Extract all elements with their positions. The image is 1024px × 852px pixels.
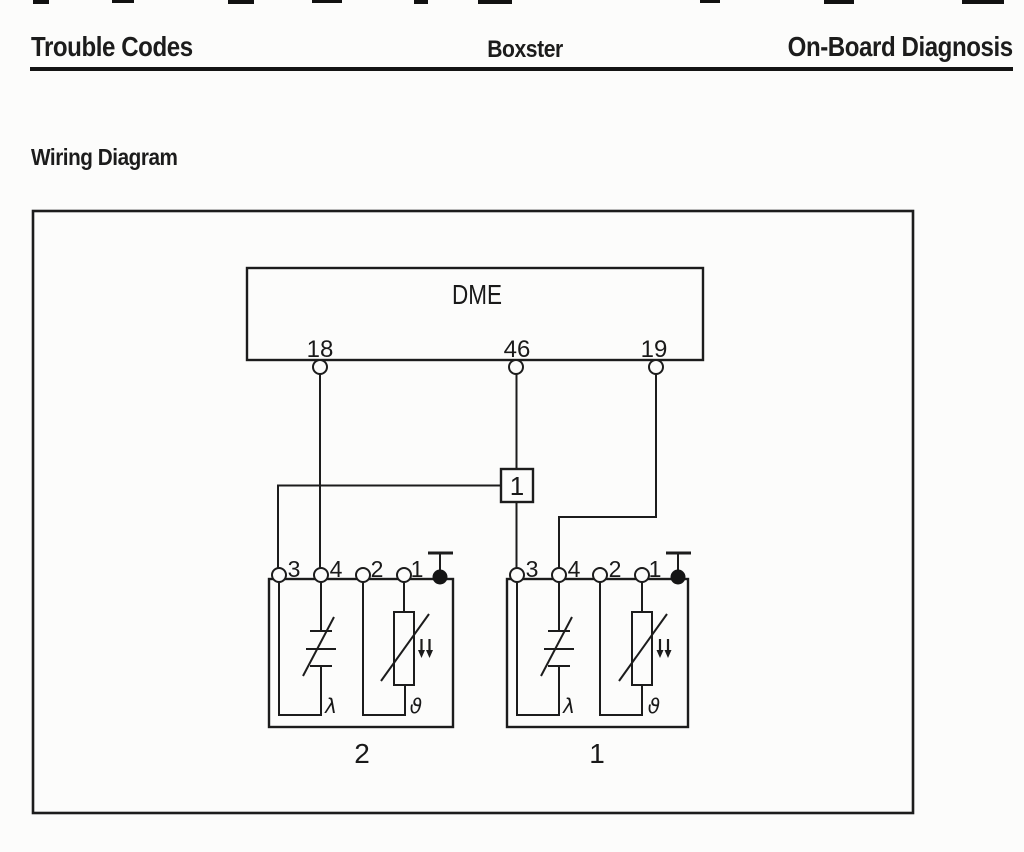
dme-pin-19-terminal	[648, 359, 664, 375]
down-arrow-head	[418, 650, 425, 658]
connector-outline	[499, 467, 535, 504]
header-right-title: On-Board Diagnosis	[787, 31, 1013, 62]
sensor-2-pin-2-label: 2	[371, 556, 384, 582]
dme-label: DME	[452, 279, 502, 310]
sensor-1-ntc-cell: ϑ	[599, 582, 672, 718]
scan-artifact	[414, 0, 428, 4]
ground-icon	[666, 551, 691, 585]
sensor-2-lambda-symbol: λ	[324, 694, 337, 718]
oxygen-sensor-2: 3 4 2 1 λ	[267, 551, 455, 769]
connector-label: 1	[510, 471, 524, 501]
dme-pin-19: 19	[641, 336, 668, 375]
down-arrows-icon	[418, 639, 433, 658]
sensor-1-pin-2-terminal	[592, 567, 608, 583]
sensor-1-pin-1-terminal	[634, 567, 650, 583]
ntc-variable-stroke	[380, 613, 430, 682]
scan-artifact	[33, 0, 49, 4]
header-center-title: Boxster	[487, 36, 563, 63]
lambda-loop	[278, 582, 322, 716]
dme-pin-18: 18	[307, 336, 334, 375]
ntc-loop	[599, 582, 643, 716]
diagram-frame	[31, 209, 915, 815]
sensor-1-pin-3-label: 3	[526, 556, 539, 582]
ground-junction-dot	[670, 569, 686, 585]
wires	[277, 374, 657, 568]
scan-artifact	[478, 0, 512, 4]
scan-artifact	[228, 0, 254, 4]
sensor-2-pin-4-label: 4	[330, 556, 343, 582]
dme-pin-46-terminal	[508, 359, 524, 375]
sensor-2-pin-1-terminal	[396, 567, 412, 583]
ground-junction-dot	[432, 569, 448, 585]
lambda-loop	[516, 582, 560, 716]
wire-pin19-to-sensor1-pin4	[558, 374, 657, 568]
sensor-1-pin-3-terminal	[509, 567, 525, 583]
section-title: Wiring Diagram	[31, 144, 178, 170]
header-left-title: Trouble Codes	[31, 31, 193, 62]
sensor-1-lambda-cell: λ	[516, 582, 575, 718]
sensor-2-pin-1-label: 1	[411, 556, 424, 582]
dme-pin-18-terminal	[312, 359, 328, 375]
dme-pin-18-label: 18	[307, 336, 334, 363]
scan-artifact	[112, 0, 134, 3]
oxygen-sensor-1: 3 4 2 1 λ	[505, 551, 691, 769]
sensor-2-number: 2	[354, 738, 370, 769]
sensor-1-pin-1-label: 1	[649, 556, 662, 582]
connector-box: 1	[499, 467, 535, 504]
sensor-1-theta-symbol: ϑ	[648, 694, 660, 718]
ntc-loop	[362, 582, 406, 716]
lambda-variable-stroke	[540, 616, 573, 677]
wire-connector-to-sensor2-pin3	[277, 484, 501, 568]
sensor-1-pin-4-terminal	[551, 567, 567, 583]
ntc-variable-stroke	[618, 613, 668, 682]
sensor-1-number: 1	[589, 738, 605, 769]
down-arrow-head	[656, 650, 664, 658]
sensor-2-lambda-cell: λ	[278, 582, 337, 718]
sensor-2-ntc-cell: ϑ	[362, 582, 433, 718]
ntc-resistor	[393, 611, 415, 686]
ground-icon	[428, 551, 453, 585]
scan-artifact	[824, 0, 854, 4]
sensor-1-pin-4-label: 4	[568, 556, 581, 582]
dme-pin-19-label: 19	[641, 336, 668, 363]
header-rule	[30, 67, 1013, 71]
lambda-variable-stroke	[302, 616, 335, 677]
down-arrows-icon	[656, 639, 672, 658]
dme-pin-46: 46	[504, 336, 531, 375]
sensor-2-pin-3-terminal	[271, 567, 287, 583]
scan-artifact	[312, 0, 342, 3]
sensor-2-outline	[267, 577, 455, 729]
down-arrow-head	[426, 650, 433, 658]
sensor-2-pin-2-terminal	[355, 567, 371, 583]
dme-pin-46-label: 46	[504, 336, 531, 363]
ntc-resistor	[631, 611, 653, 686]
scan-artifact	[700, 0, 720, 3]
sensor-2-pin-3-label: 3	[288, 556, 301, 582]
sensor-1-pin-2-label: 2	[609, 556, 622, 582]
sensor-2-theta-symbol: ϑ	[410, 694, 422, 718]
sensor-1-lambda-symbol: λ	[562, 694, 575, 718]
scan-artifact	[962, 0, 1004, 4]
down-arrow-head	[664, 650, 672, 658]
dme-box	[245, 266, 705, 362]
dme-unit: DME 18 46 19	[245, 266, 705, 375]
sensor-2-pin-4-terminal	[313, 567, 329, 583]
